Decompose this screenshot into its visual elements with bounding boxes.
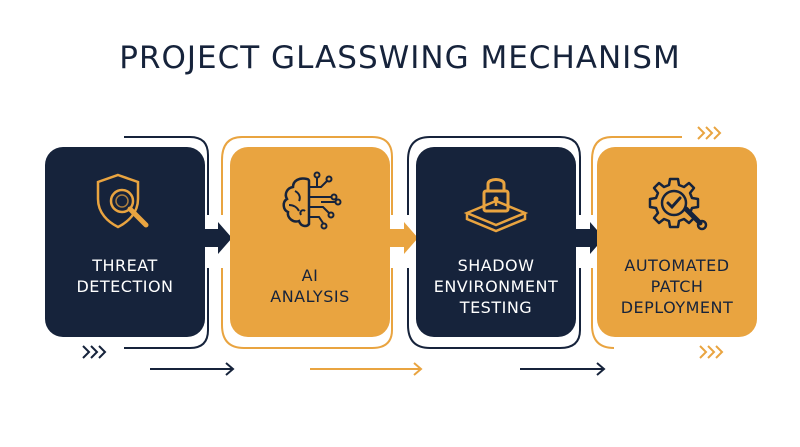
chevrons-bottom-left: [82, 345, 107, 359]
bottom-arrow-2: [310, 362, 423, 376]
bracket-top-2a: [221, 136, 243, 215]
bracket-top-3a: [407, 136, 431, 215]
arrow-right-1: [202, 222, 232, 254]
chevrons-top-right: [697, 126, 722, 140]
bottom-arrow-3: [520, 362, 606, 376]
padlock-layers-icon: [463, 178, 529, 233]
bottom-arrow-1: [150, 362, 235, 376]
bracket-top-2b: [242, 136, 393, 215]
bracket-top-4a: [591, 136, 613, 215]
gear-wrench-check-icon: [648, 177, 708, 231]
bracket-bottom-3b: [430, 268, 581, 349]
brain-circuit-icon: [282, 171, 342, 230]
shield-magnifier-icon: [96, 173, 149, 229]
bracket-top-1: [124, 136, 209, 215]
bracket-bottom-2b: [244, 268, 393, 349]
arrow-right-2: [388, 222, 418, 254]
chevrons-bottom-right: [699, 345, 724, 359]
bracket-bottom-2a: [221, 268, 245, 349]
page-title: PROJECT GLASSWING MECHANISM: [119, 40, 681, 76]
bracket-bottom-3a: [407, 268, 431, 349]
bracket-bottom-4a: [591, 268, 615, 349]
arrow-right-3: [574, 222, 604, 254]
bracket-top-3b: [430, 136, 581, 215]
bracket-bottom-1: [124, 268, 209, 349]
